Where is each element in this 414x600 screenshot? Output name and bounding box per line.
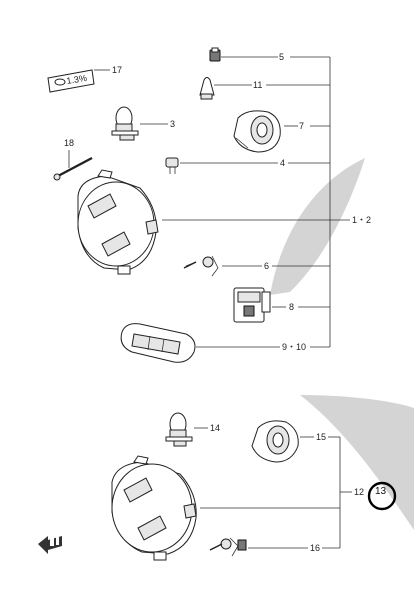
part-screw-18[interactable]: [53, 156, 93, 181]
label-sticker-text: 1.3%: [66, 73, 88, 86]
callout-5: 5: [279, 52, 284, 62]
part-bulb-3[interactable]: [111, 106, 139, 141]
part-bezel-9-10[interactable]: [120, 323, 196, 363]
callout-17: 17: [112, 65, 122, 75]
part-housing-cap-7[interactable]: [233, 110, 281, 153]
front-arrow-icon: [38, 536, 62, 554]
highlight-circle: [367, 481, 397, 511]
part-socket-16[interactable]: [209, 537, 247, 557]
part-bulb-11[interactable]: [199, 77, 215, 100]
part-socket-6[interactable]: [183, 255, 219, 277]
callout-16: 16: [310, 543, 320, 553]
callout-13[interactable]: 13: [375, 486, 387, 497]
callout-12: 12: [354, 487, 364, 497]
callout-8: 8: [289, 302, 294, 312]
part-label-17[interactable]: 1.3%: [47, 69, 95, 93]
callout-11: 11: [253, 80, 262, 90]
callout-1-2: 1・2: [352, 215, 371, 225]
callout-3: 3: [170, 119, 175, 129]
callout-14: 14: [210, 423, 220, 433]
callout-15: 15: [316, 432, 326, 442]
callout-9-10: 9・10: [282, 342, 306, 352]
part-headlamp-12[interactable]: [111, 455, 197, 561]
part-headlamp-1-2[interactable]: [77, 169, 159, 275]
watermark-swoosh-lower: [300, 395, 414, 530]
callout-4: 4: [280, 158, 285, 168]
part-housing-cap-15[interactable]: [251, 420, 299, 463]
part-bulb-14[interactable]: [165, 412, 193, 447]
callout-6: 6: [264, 261, 269, 271]
watermark-swoosh-upper: [270, 158, 365, 295]
part-clip-5[interactable]: [209, 47, 221, 62]
callout-7: 7: [299, 121, 304, 131]
callout-18: 18: [64, 138, 74, 148]
part-connector-4[interactable]: [165, 157, 179, 174]
part-module-8[interactable]: [233, 287, 271, 323]
